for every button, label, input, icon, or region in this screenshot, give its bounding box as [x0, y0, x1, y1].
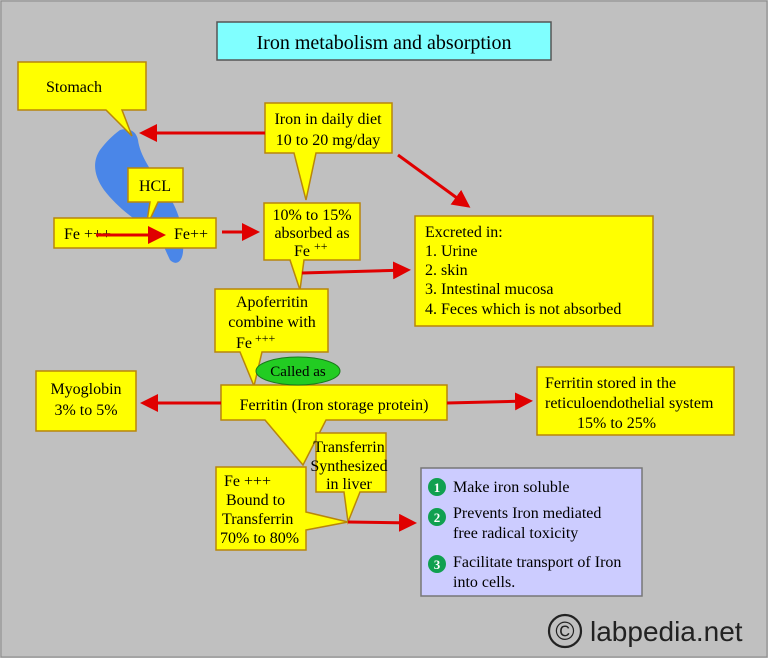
excreted-box: Excreted in: 1. Urine 2. skin 3. Intesti… [414, 215, 654, 327]
called-as-label: Called as [270, 364, 326, 380]
hcl-label: HCL [139, 178, 171, 195]
diet-line1: Iron in daily diet [274, 111, 382, 128]
function-item: 1 Make iron soluble [428, 478, 569, 496]
arrow-absorbed-to-excreted [301, 261, 411, 280]
diet-line2: 10 to 20 mg/day [276, 132, 380, 149]
absorbed-line1: 10% to 15% [272, 207, 351, 224]
fe-conversion-box: Fe +++ Fe++ [53, 217, 217, 249]
function-line: Facilitate transport of Iron [453, 554, 621, 571]
ferritin-stored-box: Ferritin stored in the reticuloendotheli… [536, 366, 735, 436]
ferritin-stored-line2: reticuloendothelial system [545, 395, 714, 412]
arrow-diet-to-excreted [397, 153, 471, 208]
myoglobin-line2: 3% to 5% [54, 402, 117, 419]
function-item: 3 Facilitate transport of Iron into cell… [428, 554, 621, 591]
bound-transferrin-callout: Fe +++ Bound to Transferrin 70% to 80% [215, 466, 349, 551]
arrow-to-functions [347, 513, 417, 532]
apoferritin-sup: +++ [255, 331, 276, 345]
bound-line4: 70% to 80% [220, 530, 299, 547]
bound-line2: Bound to [226, 492, 285, 509]
bound-line3: Transferrin [222, 511, 293, 528]
hcl-callout: HCL [127, 167, 184, 229]
function-num: 2 [434, 510, 441, 525]
number-badge-icon [428, 508, 446, 526]
apoferritin-line1: Apoferritin [236, 294, 308, 311]
arrow-ferritin-to-stored [446, 392, 533, 411]
arrows [96, 124, 533, 532]
excreted-item: 3. Intestinal mucosa [425, 281, 553, 298]
functions-box: 1 Make iron soluble 2 Prevents Iron medi… [420, 467, 643, 597]
function-line: Make iron soluble [453, 479, 569, 496]
ferritin-stored-line3: 15% to 25% [577, 415, 656, 432]
ferritin-label: Ferritin (Iron storage protein) [240, 397, 429, 414]
diagram-title: Iron metabolism and absorption [257, 32, 512, 54]
diet-callout: Iron in daily diet 10 to 20 mg/day [264, 102, 393, 201]
title-box: Iron metabolism and absorption [216, 21, 552, 61]
fe2-label: Fe++ [174, 226, 208, 243]
transferrin-synth-line3: in liver [326, 476, 372, 493]
function-num: 3 [434, 557, 441, 572]
apoferritin-callout: Apoferritin combine with Fe +++ [214, 288, 329, 389]
watermark: © labpedia.net [547, 613, 743, 649]
excreted-item: 4. Feces which is not absorbed [425, 301, 621, 318]
stomach-callout: Stomach [17, 61, 147, 137]
number-badge-icon [428, 478, 446, 496]
apoferritin-line3: Fe [236, 335, 252, 352]
absorbed-sup: ++ [314, 239, 328, 253]
excreted-item: 1. Urine [425, 243, 477, 260]
function-line: into cells. [453, 574, 515, 591]
number-badge-icon [428, 555, 446, 573]
absorbed-line2: absorbed as [274, 225, 349, 242]
excreted-item: 2. skin [425, 262, 468, 279]
copyright-symbol: © [555, 616, 574, 646]
bound-line1: Fe +++ [224, 473, 271, 490]
function-line: free radical toxicity [453, 525, 578, 542]
function-line: Prevents Iron mediated [453, 505, 601, 522]
stomach-label: Stomach [46, 79, 102, 96]
absorbed-line3: Fe [294, 243, 310, 260]
watermark-text: labpedia.net [590, 616, 743, 647]
fe3-label: Fe +++ [64, 226, 111, 243]
function-num: 1 [434, 480, 441, 495]
called-as-oval: Called as [255, 356, 341, 386]
transferrin-synth-callout: Transferrin Synthesized in liver [310, 432, 388, 525]
myoglobin-line1: Myoglobin [50, 381, 121, 398]
apoferritin-line2: combine with [228, 314, 316, 331]
transferrin-synth-line1: Transferrin [313, 439, 384, 456]
copyright-icon [547, 613, 583, 649]
transferrin-synth-line2: Synthesized [310, 458, 387, 475]
excreted-heading: Excreted in: [425, 224, 503, 241]
absorbed-callout: 10% to 15% absorbed as Fe ++ [263, 202, 361, 291]
myoglobin-box: Myoglobin 3% to 5% [35, 370, 137, 432]
ferritin-stored-line1: Ferritin stored in the [545, 375, 676, 392]
function-item: 2 Prevents Iron mediated free radical to… [428, 505, 601, 542]
ferritin-callout: Ferritin (Iron storage protein) [220, 384, 448, 467]
